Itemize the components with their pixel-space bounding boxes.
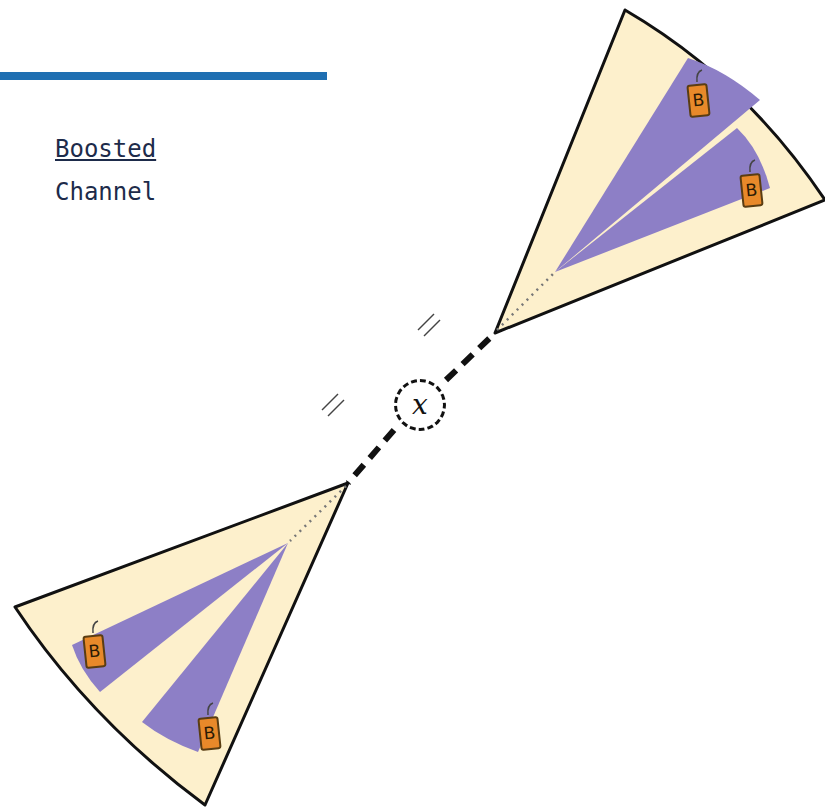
particle-symbol: x <box>412 391 428 419</box>
propagator-line <box>446 333 495 380</box>
b-tag: B <box>82 633 106 668</box>
tag-letter: B <box>744 181 757 199</box>
tag-letter: B <box>202 724 215 742</box>
propagator-line <box>348 430 394 483</box>
subjet <box>142 543 288 752</box>
tag-letter: B <box>87 642 100 660</box>
equal-mark <box>322 394 344 416</box>
tag-string <box>93 70 755 715</box>
subjet <box>555 128 770 272</box>
jet-axis <box>497 274 553 330</box>
channel-title: Boosted <box>55 135 156 163</box>
tag-letter: B <box>691 91 704 109</box>
fat-jet-cone <box>15 483 348 805</box>
fat-jet-cone <box>495 10 825 333</box>
b-tag: B <box>197 715 221 750</box>
b-tag: B <box>686 82 710 117</box>
jet-axis <box>290 486 346 541</box>
header-bar <box>0 72 327 80</box>
b-tag: B <box>739 172 763 207</box>
channel-subtitle: Channel <box>55 178 156 206</box>
particle-circle: x <box>394 379 446 431</box>
equal-mark <box>418 314 440 336</box>
